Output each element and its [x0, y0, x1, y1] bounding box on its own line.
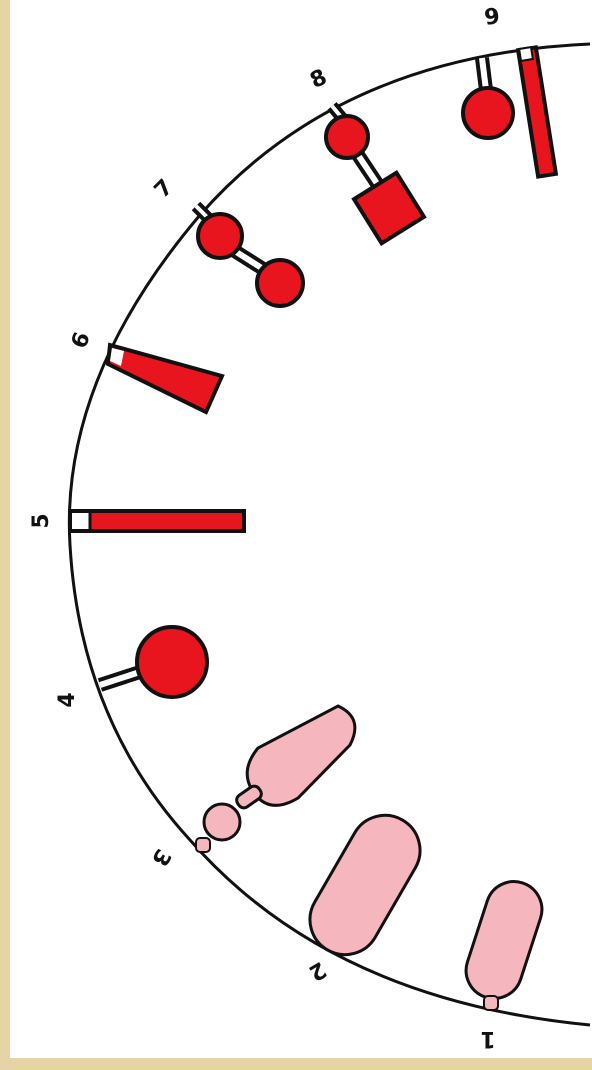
label-1: 1 [480, 1026, 495, 1051]
item-5-shape [70, 511, 244, 531]
label-4: 4 [55, 692, 80, 707]
label-5: 5 [29, 513, 54, 528]
